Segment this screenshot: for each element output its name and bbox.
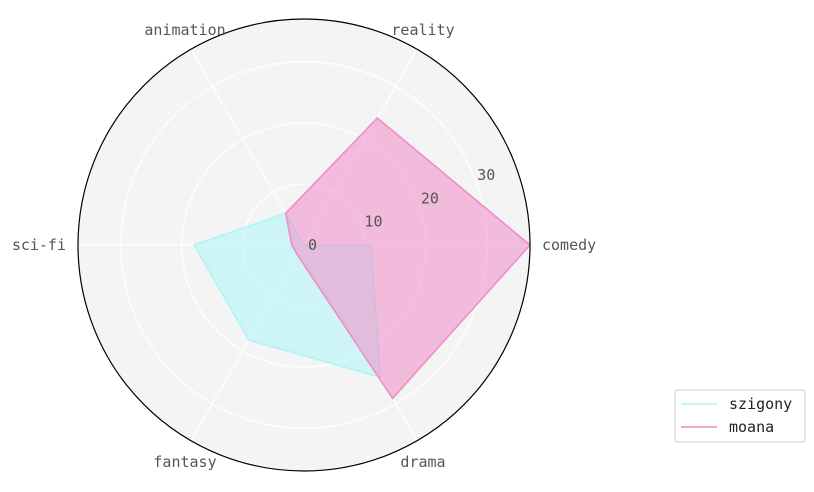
- category-label-animation: animation: [144, 21, 225, 39]
- legend-label-moana: moana: [729, 418, 774, 436]
- tick-label-20: 20: [421, 189, 439, 207]
- category-label-reality: reality: [391, 21, 454, 39]
- tick-label-0: 0: [308, 236, 317, 254]
- legend-label-szigony: szigony: [729, 395, 792, 413]
- legend: szigony moana: [674, 389, 806, 443]
- category-label-sci-fi: sci-fi: [12, 236, 66, 254]
- category-label-comedy: comedy: [542, 236, 596, 254]
- category-label-fantasy: fantasy: [153, 453, 216, 471]
- tick-label-10: 10: [364, 213, 382, 231]
- polar-frame: [77, 18, 531, 472]
- series-line-moana: [284, 116, 532, 400]
- spoke-animation: [190, 48, 305, 246]
- tick-label-30: 30: [477, 166, 495, 184]
- category-labels: comedy reality animation sci-fi fantasy drama: [12, 21, 596, 471]
- radial-tick-labels: 0 10 20 30: [308, 166, 495, 254]
- series-layer: [192, 116, 532, 400]
- category-label-drama: drama: [400, 453, 445, 471]
- legend-box: [674, 389, 806, 443]
